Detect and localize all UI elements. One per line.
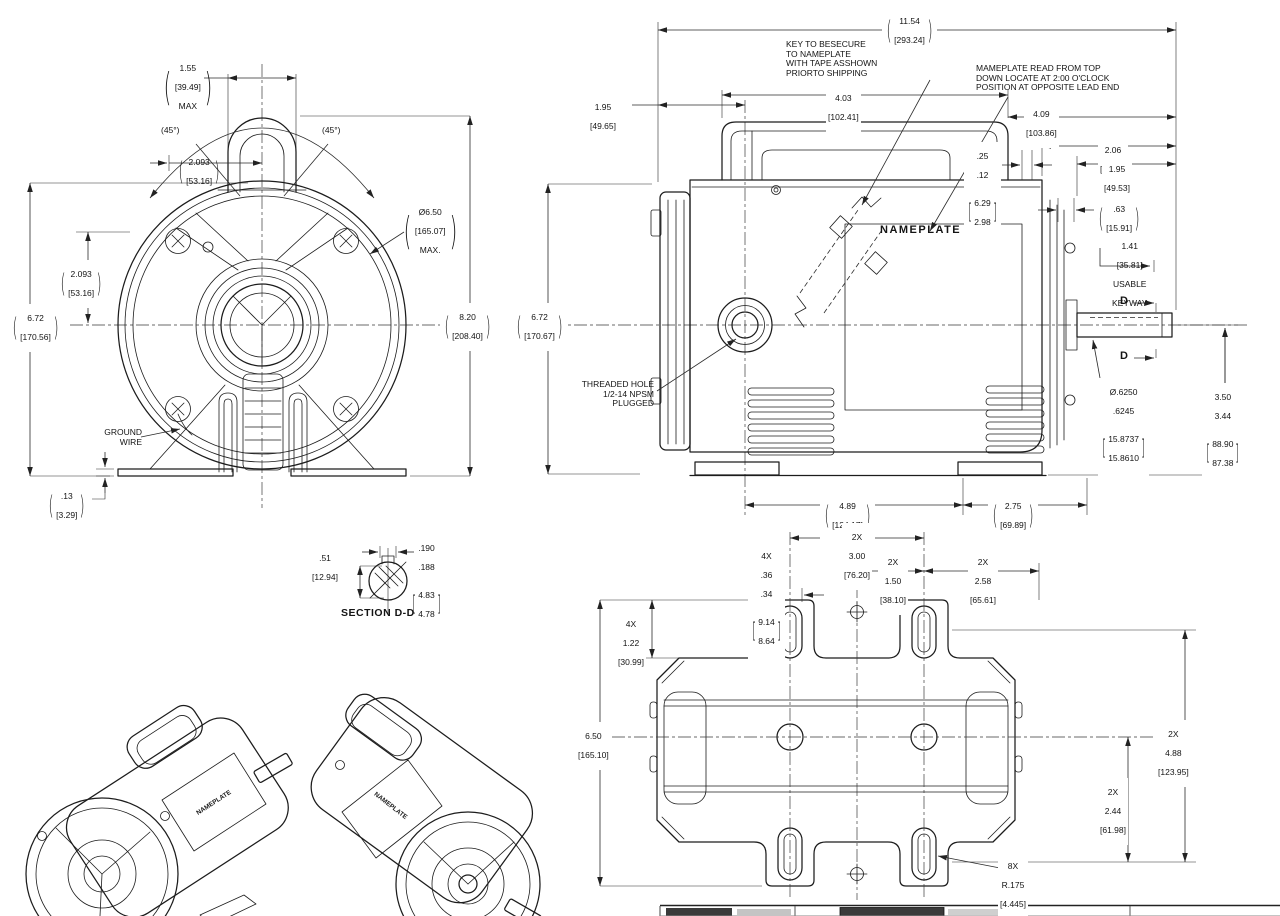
section-marker-bottom: D xyxy=(1120,350,1128,362)
section-marker-top: D xyxy=(1120,295,1128,307)
dim-front-angle-left: (45°) xyxy=(161,125,180,135)
nameplate-label: NAMEPLATE xyxy=(880,224,962,236)
iso-view-left: NAMEPLATE xyxy=(25,704,293,916)
dim-section-keyway: .190 .188 [ 4.83 4.78 ] xyxy=(412,542,441,620)
dim-front-foot-thickness: ( .13 [3.29] ) xyxy=(48,490,86,521)
dim-side-overall-length: ( 11.54 [293.24] ) xyxy=(882,7,938,55)
iso-view-right: NAMEPLATE xyxy=(310,693,542,916)
dim-shaft-center-height: 3.50 3.44 [ 88.90 87.38 ] xyxy=(1202,383,1244,488)
dim-front-center-height: ( 6.72 [170.56] ) xyxy=(8,304,64,352)
dim-slot-spacing: 2X 3.00 [76.20] xyxy=(842,523,872,590)
dim-section-across: .51 [12.94] xyxy=(312,552,338,582)
dim-shaft-diameter: Ø.6250 .6245 [ 15.8737 15.8610 ] xyxy=(1098,378,1150,483)
dim-slot-radius: 8X R.175 [4.445] xyxy=(998,852,1028,916)
dim-side-key-offset: ( .63 [15.91] ) xyxy=(1094,195,1145,243)
dim-front-overall-height: ( 8.20 [208.40] ) xyxy=(440,303,496,351)
dim-mount-half: 2X 2.44 [61.98] xyxy=(1098,778,1128,845)
dim-lead-offset: 2X 2.58 [65.61] xyxy=(968,548,998,615)
title-block-strip xyxy=(659,904,1280,916)
paren-close: ) xyxy=(204,65,212,110)
dim-center-to-slot: 2X 1.50 [38.10] xyxy=(878,548,908,615)
iso-right-nameplate-text: NAMEPLATE xyxy=(373,791,409,822)
dim-mount-span: 2X 4.88 [123.95] xyxy=(1156,720,1191,787)
threaded-hole-note: THREADED HOLE 1/2-14 NPSM PLUGGED xyxy=(581,379,654,409)
dim-side-center-height: ( 6.72 [170.67] ) xyxy=(512,303,568,351)
section-dd-linework xyxy=(357,546,414,614)
dim-base-width: 6.50 [165.10] xyxy=(576,722,611,770)
dim-side-shaft-end: 4.09 [103.86] xyxy=(1024,100,1059,148)
dim-front-handle-width: ( 1.55 [39.49] MAX ) xyxy=(163,62,212,111)
nameplate-position-note: MAMEPLATE READ FROM TOP DOWN LOCATE AT 2… xyxy=(976,63,1120,93)
dim-side-lead-end: 1.95 [49.65] xyxy=(590,101,616,131)
iso-left-nameplate-text: NAMEPLATE xyxy=(195,789,233,817)
dim-slot-width: 4X .36 .34 [ 9.14 8.64 ] xyxy=(748,542,785,666)
dim-slot-length: 4X 1.22 [30.99] xyxy=(616,610,646,677)
dim-side-gap: .25 .12 [ 6.29 2.98 ] xyxy=(964,142,1001,247)
front-view-linework xyxy=(27,64,473,508)
ground-wire-note: GROUND WIRE xyxy=(104,427,142,447)
dim-foot-to-end: ( 2.75 [69.89] ) xyxy=(988,492,1039,540)
side-view-linework xyxy=(530,22,1248,515)
paren-open: ( xyxy=(163,65,172,110)
dim-usable-keyway: 1.41 [35.81] USABLE KEYWAY xyxy=(1112,240,1148,308)
dim-front-max-diameter: ( Ø6.50 [165.07] MAX. ) xyxy=(403,206,457,255)
dim-side-handle-length: 4.03 [102.41] xyxy=(826,84,861,132)
key-tape-note: KEY TO BESECURE TO NAMEPLATE WITH TAPE A… xyxy=(786,39,878,78)
dim-front-hub-height: ( 2.093 [53.16] ) xyxy=(56,260,107,308)
section-title: SECTION D-D xyxy=(341,607,415,619)
dim-front-handle-offset: ( 2.093 [53.16] ) xyxy=(178,156,220,187)
dim-front-angle-right: (45°) xyxy=(322,125,341,135)
